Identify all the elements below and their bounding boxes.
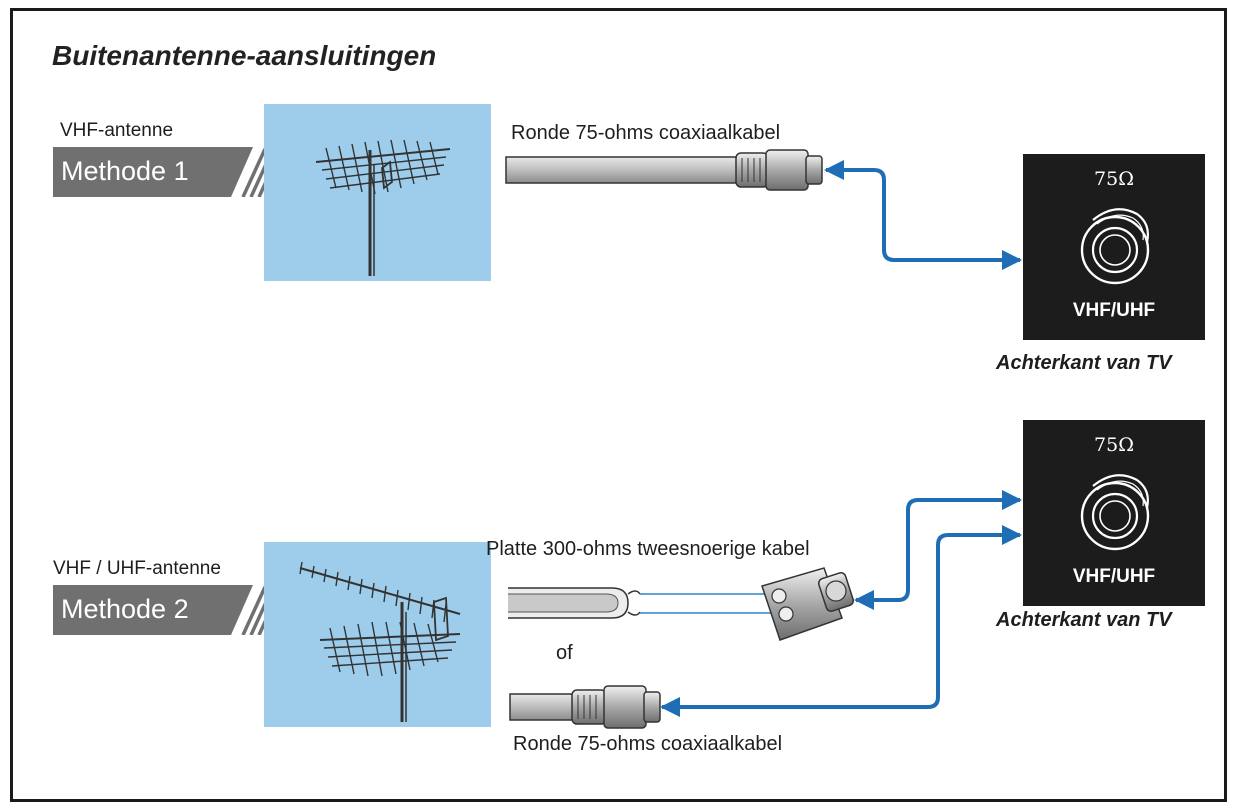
method1-antenna-label: VHF-antenne: [60, 120, 174, 141]
method2-coax-arrow: [660, 525, 1022, 717]
method1-antenna-panel: [264, 104, 491, 281]
badge-stripes-icon: [53, 585, 268, 635]
antenna-jack-icon: [1080, 208, 1150, 285]
method1-badge: Methode 1: [53, 147, 268, 197]
method1-badge-text: Methode 1: [61, 156, 189, 186]
method2-badge: Methode 2: [53, 585, 268, 635]
antenna-jack-icon: [1080, 474, 1150, 551]
method2-badge-text: Methode 2: [61, 594, 189, 624]
method2-flat-cable: [508, 587, 782, 619]
method2-coax-cable: [509, 685, 661, 729]
tv-back-caption-1: Achterkant van TV: [996, 352, 1172, 374]
uhf-vhf-antenna-icon: [299, 561, 461, 722]
method2-antenna-label: VHF / UHF-antenne: [53, 558, 221, 579]
diagram-frame: [10, 8, 1227, 802]
tv-back-caption-2: Achterkant van TV: [996, 609, 1172, 631]
tv-jack-impedance: 75Ω: [1094, 434, 1134, 456]
method1-cable-label: Ronde 75-ohms coaxiaalkabel: [511, 122, 781, 144]
method2-or-label: of: [556, 642, 573, 664]
tv-jack-port-label: VHF/UHF: [1072, 300, 1156, 321]
tv-jack-impedance: 75Ω: [1094, 168, 1134, 190]
badge-stripes-icon: [53, 147, 268, 197]
balun-adapter-icon: [761, 567, 855, 641]
vhf-antenna-icon: [315, 139, 451, 276]
method1-coax-cable: [505, 149, 823, 191]
coax-plug-icon: [571, 685, 661, 729]
coax-plug-icon: [735, 149, 823, 191]
method2-coax-label: Ronde 75-ohms coaxiaalkabel: [513, 733, 783, 755]
tv-antenna-jack-panel-1: 75Ω VHF/UHF: [1023, 154, 1205, 340]
method1-connection-arrow: [824, 160, 1022, 270]
tv-jack-port-label: VHF/UHF: [1072, 566, 1156, 587]
diagram-title: Buitenantenne-aansluitingen: [52, 40, 437, 71]
method2-antenna-panel: [264, 542, 491, 727]
tv-antenna-jack-panel-2: 75Ω VHF/UHF: [1023, 420, 1205, 606]
